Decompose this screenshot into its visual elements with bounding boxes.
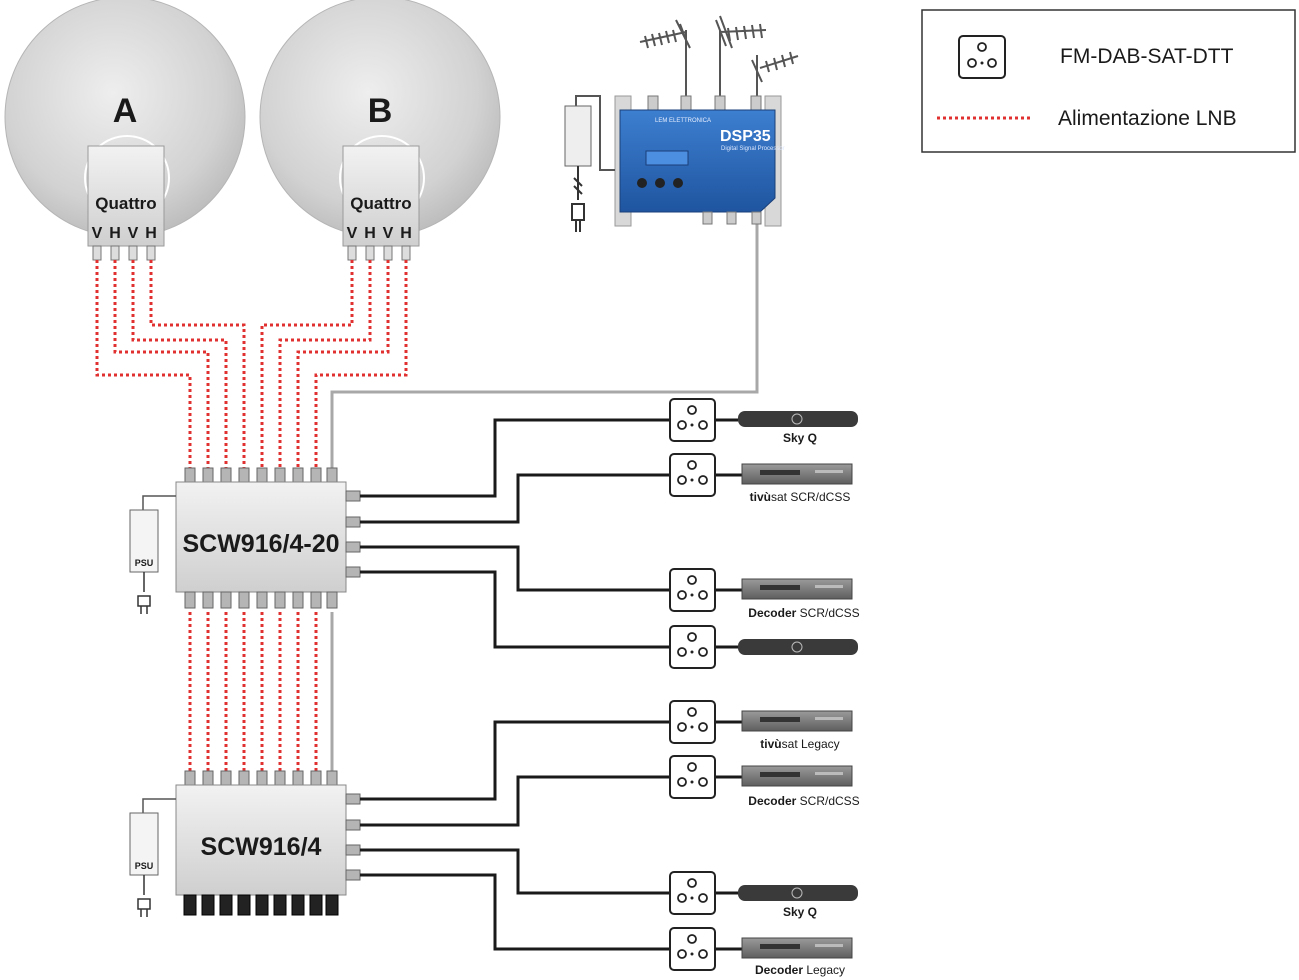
adapter-cable	[575, 95, 615, 171]
skyq-box-icon	[738, 885, 858, 901]
receiver-2-label: tivùsat SCR/dCSS	[750, 490, 851, 504]
wall-outlet-icon	[669, 700, 716, 744]
wall-outlet-icon	[669, 568, 716, 612]
dish-a-lnb-name: Quattro	[95, 194, 156, 213]
lnb-power-lines	[95, 260, 408, 775]
receiver-1-label: Sky Q	[783, 431, 817, 445]
dish-a-lnb	[87, 145, 165, 247]
dsp35-brand: LEM ELETTRONICA	[655, 118, 711, 124]
legend-lnb-label: Alimentazione LNB	[1058, 107, 1237, 130]
dsp35-bottom-connectors	[702, 211, 762, 225]
switch-2-output-connectors	[345, 793, 361, 881]
terrestrial-line	[330, 212, 759, 775]
dsp35-name: DSP35	[720, 128, 771, 145]
switch-2-name: SCW916/4	[201, 833, 322, 861]
dsp35-button-3[interactable]	[673, 178, 683, 188]
multiswitch-2: SCW916/4 PSU	[129, 770, 361, 917]
dsp35-processor: LEM ELETTRONICA DSP35 Digital Signal Pro…	[564, 15, 799, 232]
dish-b-lnb	[342, 145, 420, 247]
switch-2-terminators	[183, 894, 339, 916]
switch-1-name: SCW916/4-20	[182, 530, 339, 558]
dsp35-display	[645, 150, 689, 166]
receivers: Sky Q tivùsat SCR/dCSS Decoder SCR/dCSS …	[738, 411, 860, 977]
dish-b: B Quattro V H V H	[259, 0, 501, 261]
dish-a-port-3: V	[128, 225, 139, 242]
switch-1-through-connectors	[184, 591, 338, 609]
switch-2-psu-label: PSU	[135, 861, 154, 871]
dish-a-f-connectors	[92, 245, 156, 261]
switch-2-psu-cable	[142, 798, 176, 813]
dsp35-button-1[interactable]	[637, 178, 647, 188]
stb-box-icon	[741, 463, 853, 485]
wall-outlets	[669, 398, 716, 971]
legend-outlet-label: FM-DAB-SAT-DTT	[1060, 45, 1234, 68]
dsp35-button-2[interactable]	[655, 178, 665, 188]
dish-a-port-2: H	[109, 225, 121, 242]
wall-outlet-icon	[669, 453, 716, 497]
dish-a-port-4: H	[145, 225, 157, 242]
dish-a-port-1: V	[92, 225, 103, 242]
stb-box-icon	[741, 710, 853, 732]
receiver-5-label: tivùsat Legacy	[760, 737, 839, 751]
switch-1-body	[175, 481, 347, 593]
dsp35-subtitle: Digital Signal Processor	[721, 146, 785, 152]
switch-1-psu-label: PSU	[135, 558, 154, 568]
dish-b-f-connectors	[347, 245, 411, 261]
switch-2-plug-icon	[137, 875, 151, 917]
receiver-8-label: Decoder Legacy	[755, 963, 845, 977]
receiver-3-label: Decoder SCR/dCSS	[748, 606, 859, 620]
wall-outlet-icon	[669, 871, 716, 915]
legend-box	[921, 9, 1296, 153]
wall-outlet-icon	[669, 625, 716, 669]
switch-1-psu-cable	[142, 495, 176, 510]
wall-outlet-icon	[669, 927, 716, 971]
switch-2-psu	[129, 812, 159, 876]
skyq-box-icon	[738, 639, 858, 655]
antenna-icon	[639, 15, 799, 100]
dsp35-body	[619, 109, 776, 213]
switch-2-body	[175, 784, 347, 896]
dish-b-lnb-name: Quattro	[350, 194, 411, 213]
dish-a: A Quattro V H V H	[4, 0, 246, 261]
wall-outlet-icon	[669, 755, 716, 799]
dish-a-label: A	[113, 92, 138, 130]
receiver-7-label: Sky Q	[783, 905, 817, 919]
power-adapter	[564, 105, 592, 167]
coax-lines	[360, 418, 742, 951]
stb-box-icon	[741, 937, 853, 959]
switch-1-output-connectors	[345, 490, 361, 578]
dish-b-label: B	[368, 92, 393, 130]
power-plug-icon	[571, 166, 585, 232]
skyq-box-icon	[738, 411, 858, 427]
wall-outlet-icon	[669, 398, 716, 442]
dish-b-port-3: V	[383, 225, 394, 242]
dish-b-port-4: H	[400, 225, 412, 242]
stb-box-icon	[741, 578, 853, 600]
switch-1-psu	[129, 509, 159, 573]
dish-b-port-2: H	[364, 225, 376, 242]
stb-box-icon	[741, 765, 853, 787]
receiver-6-label: Decoder SCR/dCSS	[748, 794, 859, 808]
switch-1-plug-icon	[137, 572, 151, 614]
legend: FM-DAB-SAT-DTT Alimentazione LNB	[921, 9, 1296, 153]
dish-b-port-1: V	[347, 225, 358, 242]
multiswitch-1: SCW916/4-20 PSU	[129, 467, 361, 614]
switch-2-input-connectors	[184, 770, 338, 788]
legend-outlet-icon	[958, 35, 1006, 79]
